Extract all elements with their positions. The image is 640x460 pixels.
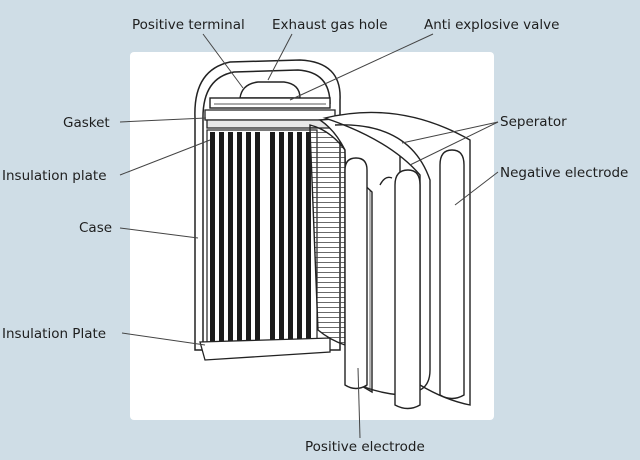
leader-lines: [119, 33, 499, 439]
label-separator: Seperator: [500, 114, 567, 130]
leader-insulation-plate-top: [119, 139, 211, 176]
leader-positive-terminal: [202, 33, 244, 89]
leader-separator-1: [401, 121, 499, 144]
label-positive-terminal: Positive terminal: [132, 17, 245, 33]
label-insulation-plate-bottom: Insulation Plate: [2, 326, 107, 342]
label-exhaust-gas-hole: Exhaust gas hole: [272, 17, 388, 33]
electrode-roll: [206, 129, 318, 346]
label-case: Case: [79, 220, 113, 236]
label-gasket: Gasket: [63, 115, 110, 131]
leader-insulation-plate-bottom: [121, 332, 206, 346]
leader-separator-2: [409, 121, 499, 166]
bottom-insulation-plate: [199, 337, 331, 361]
label-anti-explosive-valve: Anti explosive valve: [424, 17, 560, 33]
leader-positive-electrode: [357, 367, 361, 439]
label-negative-electrode: Negative electrode: [500, 165, 629, 181]
label-insulation-plate-top: Insulation plate: [2, 168, 107, 184]
label-positive-electrode: Positive electrode: [305, 439, 425, 455]
gasket: [204, 109, 336, 129]
leader-negative-electrode: [454, 171, 499, 206]
leader-gasket: [119, 117, 207, 123]
leader-case: [119, 227, 199, 239]
leader-anti-explosive-valve: [289, 33, 434, 101]
positive-terminal-cap: [209, 81, 331, 109]
leader-exhaust-gas-hole: [267, 33, 293, 81]
unrolled-layers: [309, 111, 471, 410]
